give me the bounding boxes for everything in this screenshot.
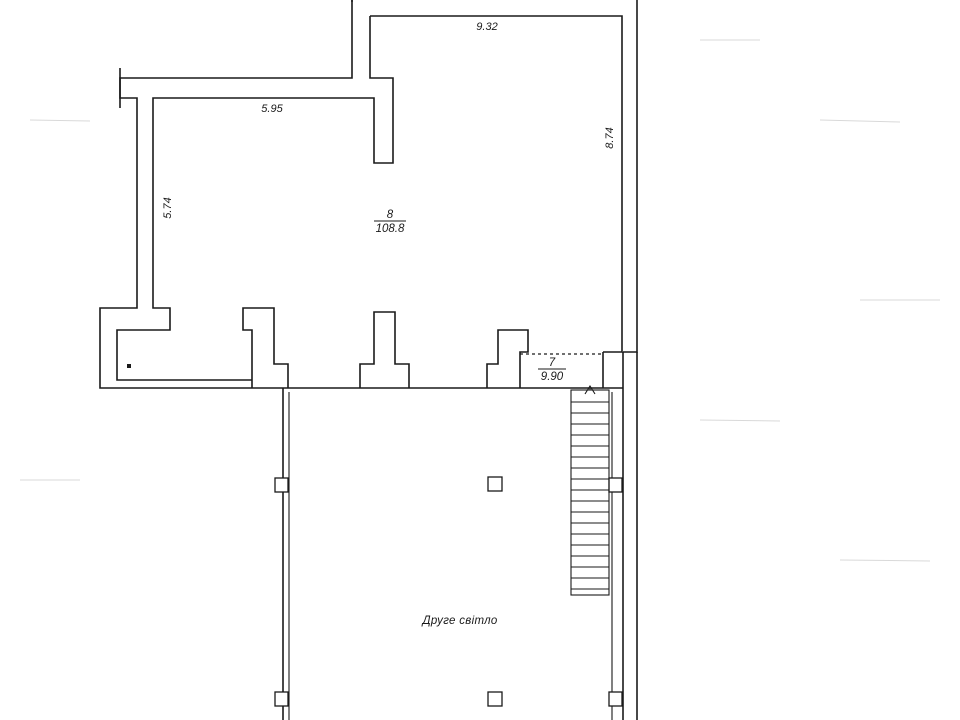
room-number: 8 xyxy=(387,209,394,221)
room-7 xyxy=(520,352,604,388)
scan-noise xyxy=(20,39,940,562)
inner-wall xyxy=(116,15,623,381)
column xyxy=(274,691,289,707)
room-area: 9.90 xyxy=(541,371,564,383)
dimension-top-left: 5.95 xyxy=(261,103,283,115)
columns xyxy=(274,476,623,707)
column xyxy=(487,691,503,707)
piers xyxy=(242,307,529,388)
column xyxy=(274,477,289,493)
room-number: 7 xyxy=(549,357,556,369)
room-7-label: 7 9.90 xyxy=(538,357,566,383)
column xyxy=(487,476,503,492)
lower-level-walls xyxy=(282,352,638,720)
room-area: 108.8 xyxy=(376,223,405,235)
niche-mark xyxy=(127,364,131,368)
room-8-label: 8 108.8 xyxy=(374,209,406,235)
dimension-top-right: 9.32 xyxy=(476,21,497,33)
outer-wall xyxy=(99,0,638,389)
staircase xyxy=(570,384,610,596)
dimension-left: 5.74 xyxy=(162,197,174,218)
column xyxy=(608,691,623,707)
void-label: Друге світло xyxy=(420,615,497,627)
column xyxy=(608,477,623,493)
dimension-right: 8.74 xyxy=(604,127,616,148)
